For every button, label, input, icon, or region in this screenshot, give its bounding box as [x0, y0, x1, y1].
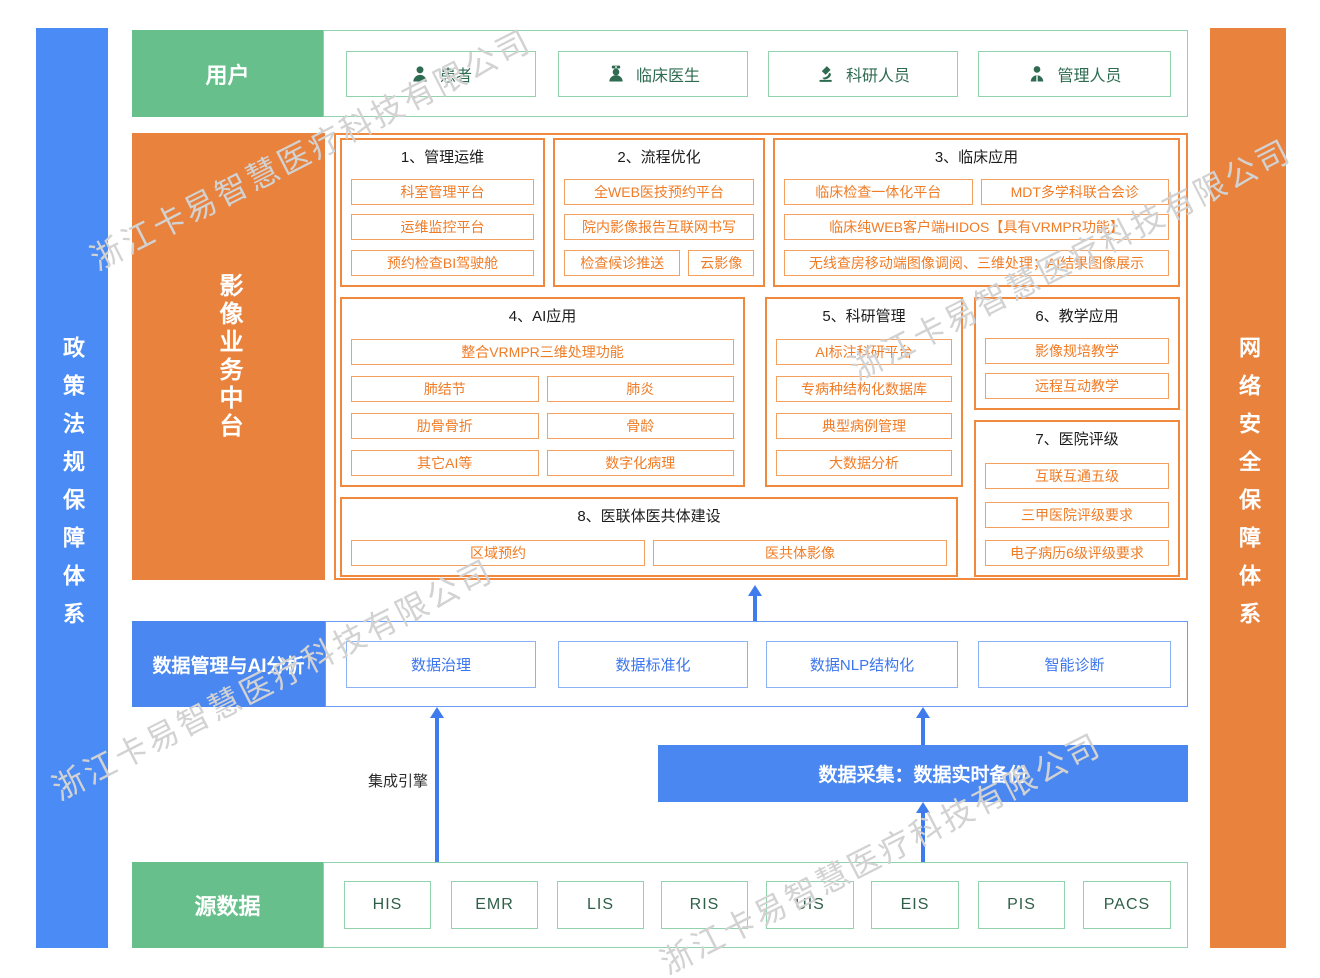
- arrow-head-icon: [430, 707, 444, 718]
- data-mgmt-label: 数据管理与AI分析: [132, 621, 325, 707]
- section-clinical-application: 3、临床应用 临床检查一体化平台 MDT多学科联合会诊 临床纯WEB客户端HID…: [773, 138, 1180, 287]
- manager-icon: [1031, 66, 1044, 82]
- platform-item: 互联互通五级: [985, 463, 1169, 490]
- section-title: 6、教学应用: [1035, 308, 1119, 325]
- user-box-researcher: 科研人员: [768, 51, 958, 97]
- section-title: 3、临床应用: [934, 149, 1019, 166]
- user-box-label: 临床医生: [635, 68, 700, 85]
- microscope-icon: [819, 66, 832, 82]
- platform-item: 整合VRMPR三维处理功能: [351, 339, 734, 365]
- arrow-head-icon: [916, 802, 930, 813]
- data-mgmt-box: 数据标准化: [558, 641, 748, 688]
- data-mgmt-box: 数据治理: [346, 641, 536, 688]
- patient-icon: [413, 66, 427, 82]
- section-title: 1、管理运维: [400, 149, 485, 166]
- source-box: LIS: [557, 881, 644, 929]
- policy-regulation-label: 政策法规保障体系: [60, 336, 85, 640]
- platform-item: 院内影像报告互联网书写: [564, 214, 754, 241]
- platform-item: 其它AI等: [351, 450, 539, 476]
- platform-item: 肋骨骨折: [351, 413, 539, 439]
- platform-item: 专病种结构化数据库: [776, 376, 952, 402]
- source-box: PACS: [1083, 881, 1171, 929]
- platform-item: 检查候诊推送: [564, 249, 681, 276]
- doctor-icon: [609, 65, 623, 82]
- arrow-source-to-collection: [916, 802, 930, 862]
- policy-regulation-bar: 政策法规保障体系: [36, 28, 108, 948]
- platform-item: 医共体影像: [653, 540, 947, 566]
- platform-item: 影像规培教学: [985, 337, 1169, 364]
- platform-item: 三甲医院评级要求: [985, 501, 1169, 528]
- section-title: 5、科研管理: [822, 308, 906, 325]
- platform-item: 远程互动教学: [985, 373, 1169, 399]
- section-management-ops: 1、管理运维 科室管理平台 运维监控平台 预约检查BI驾驶舱: [340, 138, 545, 287]
- platform-item: 运维监控平台: [351, 214, 534, 241]
- source-row-label: 源数据: [132, 862, 323, 948]
- platform-item: 电子病历6级评级要求: [985, 539, 1169, 566]
- platform-item: 临床纯WEB客户端HIDOS【具有VRMPR功能】: [784, 214, 1169, 241]
- section-title: 7、医院评级: [1035, 431, 1119, 448]
- arrow-band-to-platform: [748, 585, 762, 621]
- users-row-label: 用户: [132, 30, 323, 117]
- data-mgmt-box: 数据NLP结构化: [766, 641, 958, 688]
- source-box: UIS: [766, 881, 854, 929]
- platform-item: 肺炎: [546, 376, 734, 402]
- arrow-head-icon: [916, 707, 930, 718]
- platform-item: 区域预约: [351, 540, 645, 566]
- source-box: RIS: [661, 881, 748, 929]
- platform-item: 肺结节: [351, 376, 539, 402]
- platform-item: 典型病例管理: [776, 413, 952, 439]
- section-teaching-application: 6、教学应用 影像规培教学 远程互动教学: [974, 297, 1180, 410]
- data-collection-box: 数据采集：数据实时备份: [658, 745, 1188, 802]
- integration-engine-label: 集成引擎: [368, 773, 429, 790]
- source-row-container: HIS EMR LIS RIS UIS EIS PIS PACS: [323, 862, 1188, 948]
- section-title: 2、流程优化: [617, 149, 701, 166]
- network-security-label: 网络安全保障体系: [1236, 336, 1261, 640]
- platform-item: 无线查房移动端图像调阅、三维处理；AI结果图像展示: [784, 249, 1169, 276]
- platform-item: 临床检查一体化平台: [784, 178, 973, 205]
- users-row-container: 患者 临床医生 科研人员 管理人员: [323, 30, 1188, 117]
- user-box-patient: 患者: [346, 51, 536, 97]
- platform-item: 数字化病理: [546, 450, 734, 476]
- platform-item: AI标注科研平台: [776, 339, 952, 365]
- user-box-doctor: 临床医生: [558, 51, 748, 97]
- section-ai-application: 4、AI应用 整合VRMPR三维处理功能 肺结节 肺炎 肋骨骨折 骨龄 其它AI…: [340, 297, 745, 487]
- platform-item: 预约检查BI驾驶舱: [351, 249, 534, 276]
- platform-item: 云影像: [688, 249, 754, 276]
- user-box-label: 管理人员: [1057, 68, 1122, 85]
- user-box-label: 患者: [439, 68, 472, 85]
- source-box: PIS: [978, 881, 1065, 929]
- imaging-platform-label: 影像业务中台: [215, 272, 242, 441]
- section-title: 8、医联体医共体建设: [577, 508, 721, 525]
- platform-item: 骨龄: [546, 413, 734, 439]
- imaging-platform-label-block: 影像业务中台: [132, 133, 325, 580]
- source-box: EMR: [451, 881, 538, 929]
- section-research-management: 5、科研管理 AI标注科研平台 专病种结构化数据库 典型病例管理 大数据分析: [765, 297, 963, 487]
- section-hospital-rating: 7、医院评级 互联互通五级 三甲医院评级要求 电子病历6级评级要求: [974, 420, 1180, 577]
- data-mgmt-container: 数据治理 数据标准化 数据NLP结构化 智能诊断: [325, 621, 1188, 707]
- platform-item: 大数据分析: [776, 450, 952, 476]
- user-box-label: 科研人员: [845, 68, 910, 85]
- source-box: HIS: [344, 881, 431, 929]
- platform-item: 科室管理平台: [351, 178, 534, 205]
- section-medical-alliance: 8、医联体医共体建设 区域预约 医共体影像: [340, 497, 958, 577]
- source-box: EIS: [871, 881, 959, 929]
- arrow-integration-engine: [430, 707, 444, 862]
- platform-item: 全WEB医技预约平台: [564, 178, 754, 205]
- platform-item: MDT多学科联合会诊: [980, 178, 1169, 205]
- user-box-manager: 管理人员: [978, 51, 1171, 97]
- section-title: 4、AI应用: [508, 308, 577, 325]
- data-mgmt-box: 智能诊断: [978, 641, 1171, 688]
- network-security-bar: 网络安全保障体系: [1210, 28, 1286, 948]
- arrow-head-icon: [748, 585, 762, 596]
- section-process-optimization: 2、流程优化 全WEB医技预约平台 院内影像报告互联网书写 检查候诊推送 云影像: [553, 138, 765, 287]
- arrow-collection-to-band: [916, 707, 930, 745]
